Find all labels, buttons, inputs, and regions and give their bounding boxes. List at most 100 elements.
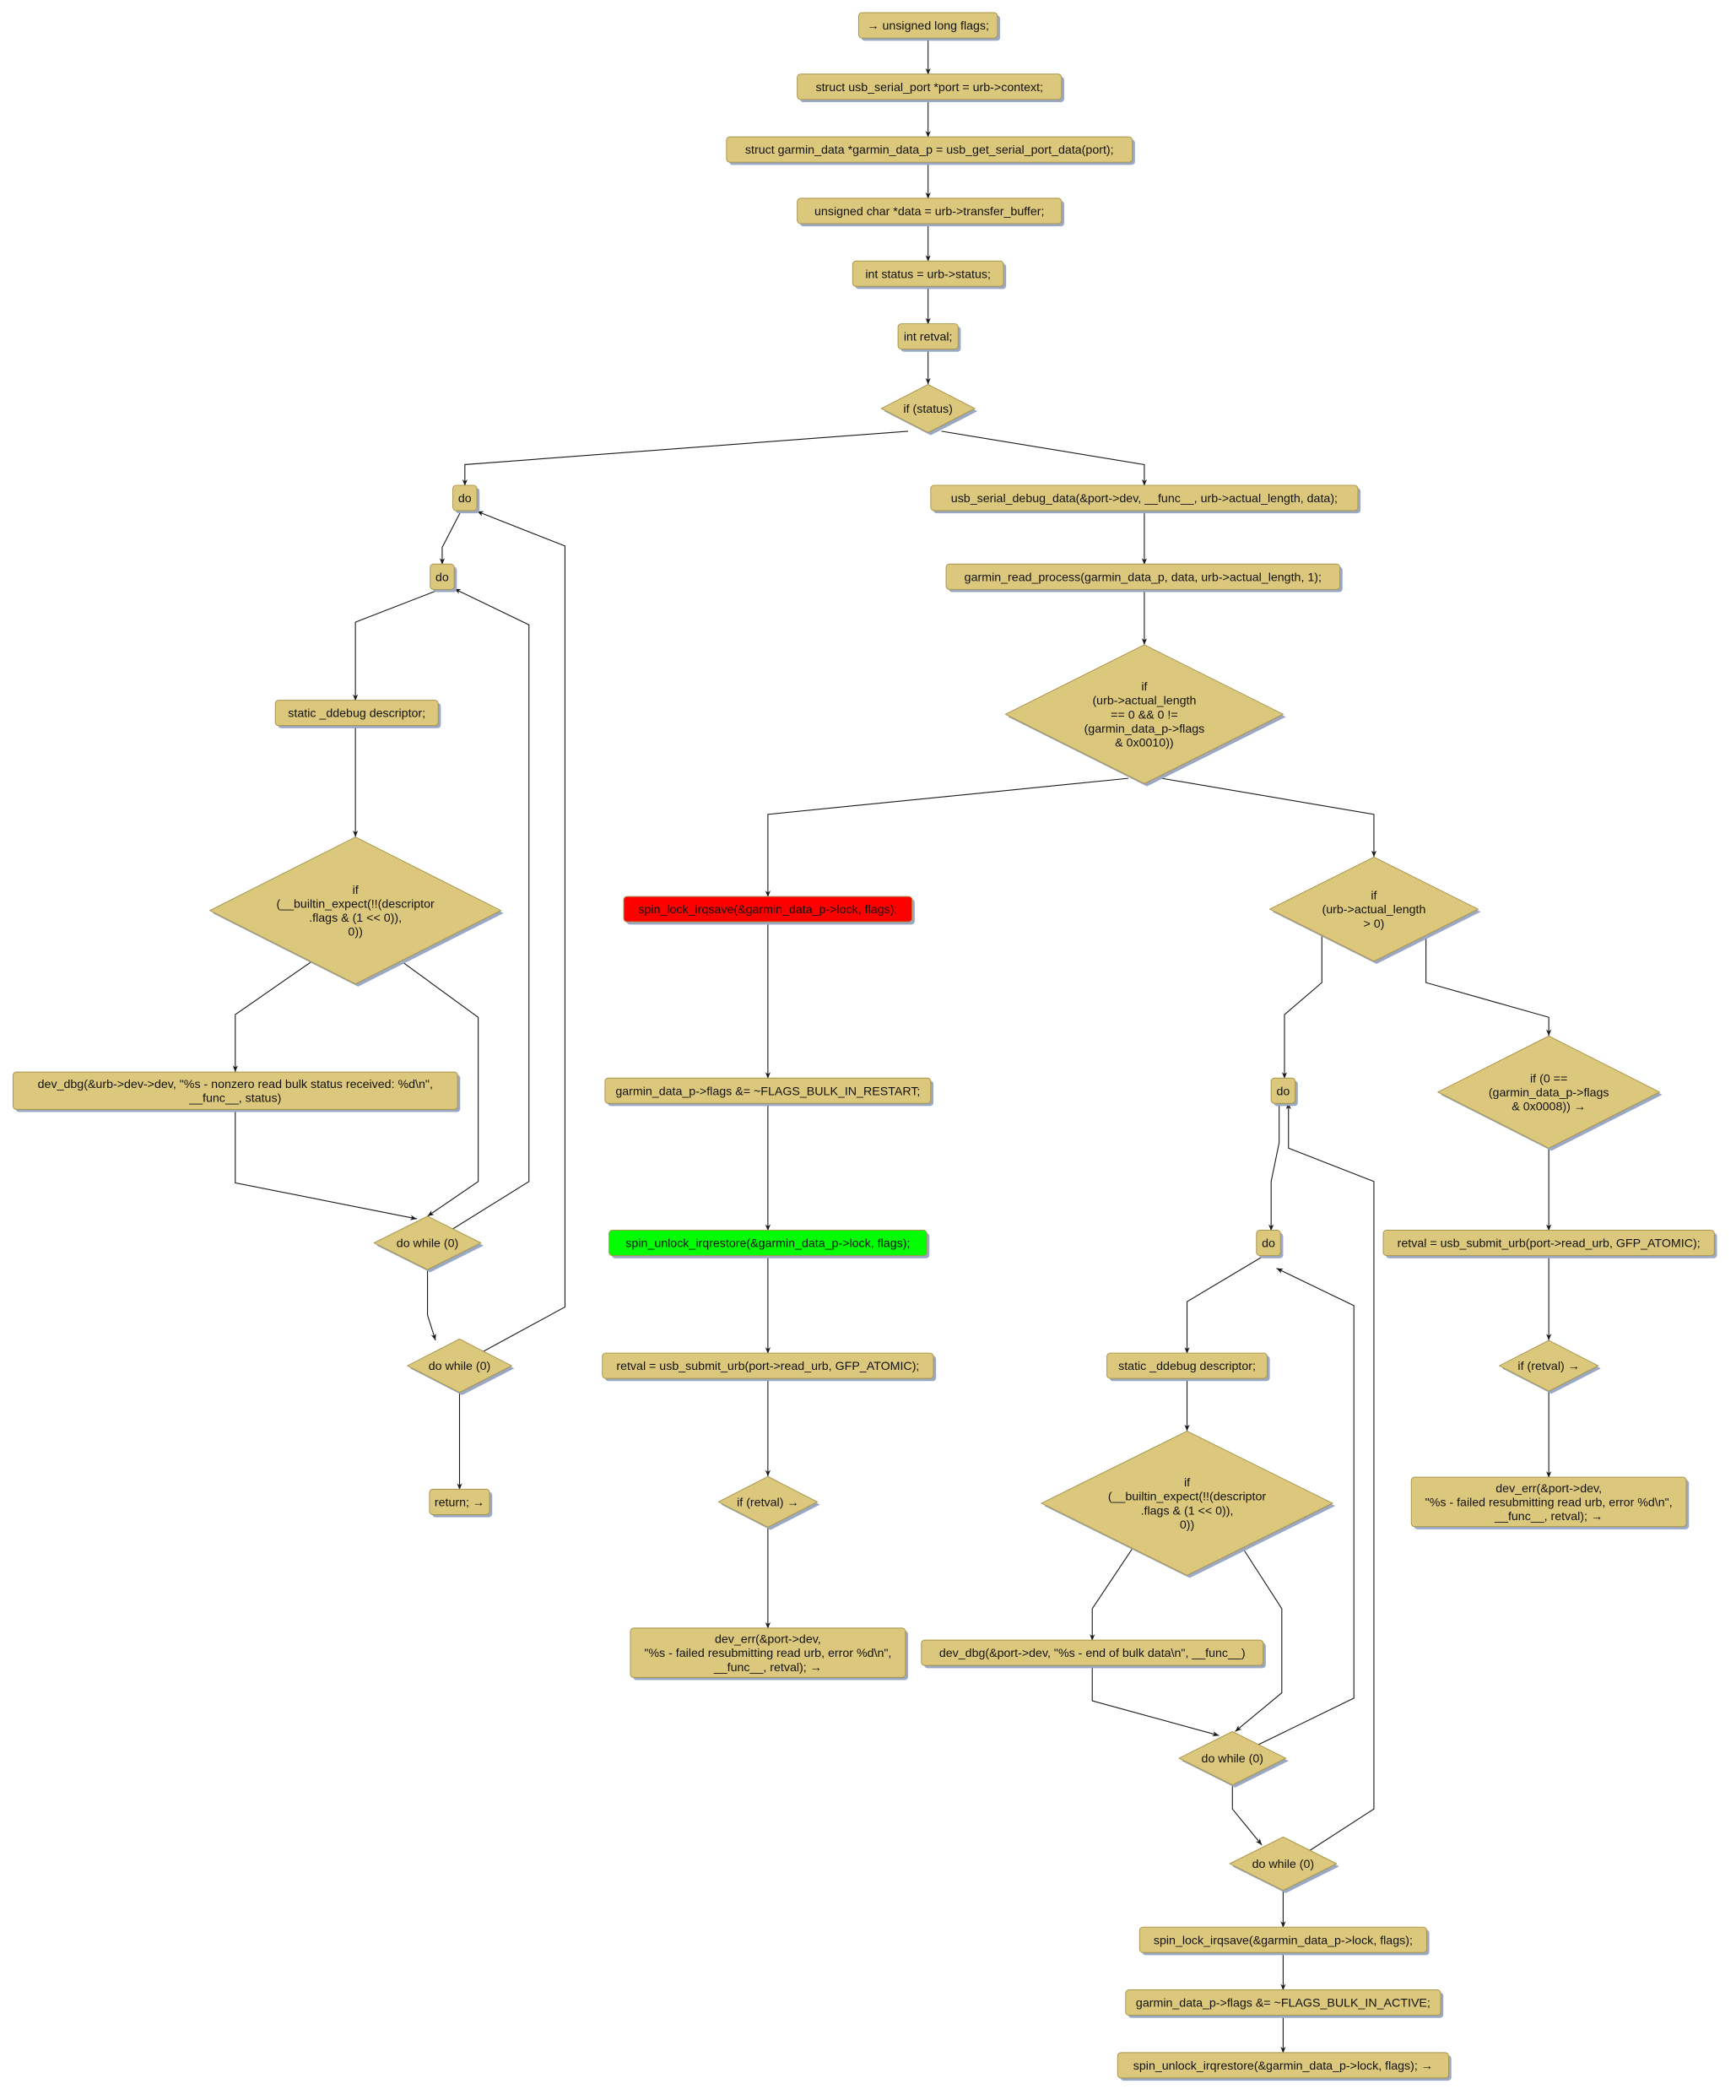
stmt-spin-unlock-active-node: spin_unlock_irqrestore(&garmin_data_p->l… [1117,2052,1452,2081]
stmt-retval-node: int retval; [897,323,961,352]
node-shape [930,484,1359,511]
stmt-flags-active-node: garmin_data_p->flags &= ~FLAGS_BULK_IN_A… [1125,1989,1444,2018]
stmt-return-node: return; → [429,1488,493,1518]
node-label: do [1276,1085,1290,1098]
node-shape [208,836,502,985]
node-label: spin_unlock_irqrestore(&garmin_data_p->l… [1133,2059,1433,2073]
node-shape [880,383,976,434]
node-label: if [1371,890,1376,903]
node-label: unsigned char *data = urb->transfer_buff… [814,205,1044,219]
do-while-inner-right-decision: do while (0) [1177,1730,1289,1788]
node-shape [430,563,455,590]
node-label: do while (0) [429,1360,490,1373]
node-label: if (0 == [1530,1072,1567,1085]
do-while-outer-left-decision: do while (0) [406,1338,515,1395]
node-label: (__builtin_expect(!!(descriptor [1108,1491,1267,1504]
stmt-port-node: struct usb_serial_port *port = urb->cont… [797,73,1065,102]
flow-edge [1184,1255,1263,1354]
stmt-ddebug-right-node: static _ddebug descriptor; [1106,1352,1270,1382]
node-shape [852,260,1004,287]
node-label: retval = usb_submit_urb(port->read_urb, … [616,1360,919,1373]
node-label: & 0x0010)) [1115,736,1174,750]
node-label: if (retval) → [1517,1360,1579,1373]
node-shape [857,12,998,39]
node-shape [797,73,1063,100]
node-label: static _ddebug descriptor; [288,707,425,721]
stmt-dev-err-right-node: dev_err(&port->dev,"%s - failed resubmit… [1410,1476,1690,1529]
node-label: __func__, retval); → [713,1661,822,1675]
stmt-garmin-read-process-node: garmin_read_process(garmin_data_p, data,… [945,563,1343,593]
node-label: dev_err(&port->dev, [715,1633,821,1647]
flow-edge [765,777,1128,897]
flow-edge [1091,1664,1220,1737]
node-label: spin_lock_irqsave(&garmin_data_p->lock, … [1154,1934,1413,1947]
flow-edge [353,589,439,701]
do-outer-left-node: do [452,484,480,514]
node-label: __func__, retval); → [1494,1510,1603,1524]
flow-edge [473,511,566,1357]
node-label: do while (0) [1202,1752,1264,1766]
stmt-dev-dbg-end-node: dev_dbg(&port->dev, "%s - end of bulk da… [921,1639,1266,1669]
node-label: "%s - failed resubmitting read urb, erro… [1425,1496,1673,1509]
node-label: .flags & (1 << 0)), [1141,1504,1234,1518]
node-label: do [458,492,472,506]
if-retval-mid-decision: if (retval) → [717,1475,820,1530]
if-status-decision: if (status) [880,383,978,436]
node-shape [1117,2052,1450,2079]
node-label: if (retval) → [737,1496,798,1509]
stmt-spin-lock-restart-node: spin_lock_irqsave(&garmin_data_p->lock, … [623,896,915,925]
node-shape [1436,1035,1661,1149]
node-label: do [435,571,449,584]
node-label: spin_lock_irqsave(&garmin_data_p->lock, … [638,903,897,917]
node-label: (garmin_data_p->flags [1489,1086,1609,1100]
flow-edge [1425,934,1552,1036]
node-label: if [1141,680,1147,694]
node-label: struct garmin_data *garmin_data_p = usb_… [745,143,1114,157]
node-label: → unsigned long flags; [867,19,989,33]
node-shape [1256,1230,1281,1257]
node-label: do while (0) [397,1237,458,1251]
nodes: → unsigned long flags; struct usb_serial_… [12,12,1717,2081]
flow-edge [232,959,315,1073]
node-shape [1177,1730,1287,1786]
stmt-submit-urb-mid-node: retval = usb_submit_urb(port->read_urb, … [602,1352,937,1382]
do-inner-right-node: do [1256,1230,1284,1258]
node-label: garmin_data_p->flags &= ~FLAGS_BULK_IN_R… [615,1085,920,1098]
node-label: (__builtin_expect(!!(descriptor [276,897,435,911]
node-shape [604,1077,932,1104]
node-label: 0)) [1180,1518,1194,1532]
node-label: (garmin_data_p->flags [1084,723,1205,736]
node-shape [1268,856,1479,962]
node-label: > 0) [1364,917,1385,931]
stmt-submit-urb-right-node: retval = usb_submit_urb(port->read_urb, … [1382,1230,1717,1258]
node-label: dev_dbg(&port->dev, "%s - end of bulk da… [939,1647,1246,1660]
node-label: garmin_data_p->flags &= ~FLAGS_BULK_IN_A… [1136,1997,1430,2011]
node-label: return; → [435,1496,484,1509]
node-label: & 0x0008)) → [1512,1100,1586,1113]
flow-edge [235,1109,417,1220]
node-label: static _ddebug descriptor; [1118,1360,1256,1373]
node-shape [1410,1476,1687,1528]
node-label: dev_err(&port->dev, [1495,1482,1602,1496]
node-label: __func__, status) [188,1092,281,1106]
flow-edge [1235,1548,1283,1732]
stmt-garmin-data-node: struct garmin_data *garmin_data_p = usb_… [726,136,1135,165]
if-builtin-expect-left-decision: if(__builtin_expect(!!(descriptor.flags … [208,836,504,987]
flow-edge [1231,1784,1263,1846]
node-shape [1106,1352,1268,1379]
stmt-usb-serial-debug-data-node: usb_serial_debug_data(&port->dev, __func… [930,484,1361,514]
if-flags-0008-decision: if (0 ==(garmin_data_p->flags& 0x0008)) … [1436,1035,1663,1151]
stmt-flags-restart-node: garmin_data_p->flags &= ~FLAGS_BULK_IN_R… [604,1077,934,1107]
do-while-outer-right-decision: do while (0) [1229,1836,1339,1893]
node-shape [1125,1989,1441,2016]
stmt-data-node: unsigned char *data = urb->transfer_buff… [797,198,1065,227]
do-inner-left-node: do [430,563,457,593]
node-shape [897,323,959,350]
flow-edge [1281,934,1322,1080]
flow-edge [1090,1548,1133,1641]
flow-edge [426,1269,436,1341]
node-label: 0)) [348,926,362,939]
node-label: do while (0) [1252,1858,1315,1871]
do-while-inner-left-decision: do while (0) [373,1215,484,1273]
flow-edge [1161,777,1377,858]
